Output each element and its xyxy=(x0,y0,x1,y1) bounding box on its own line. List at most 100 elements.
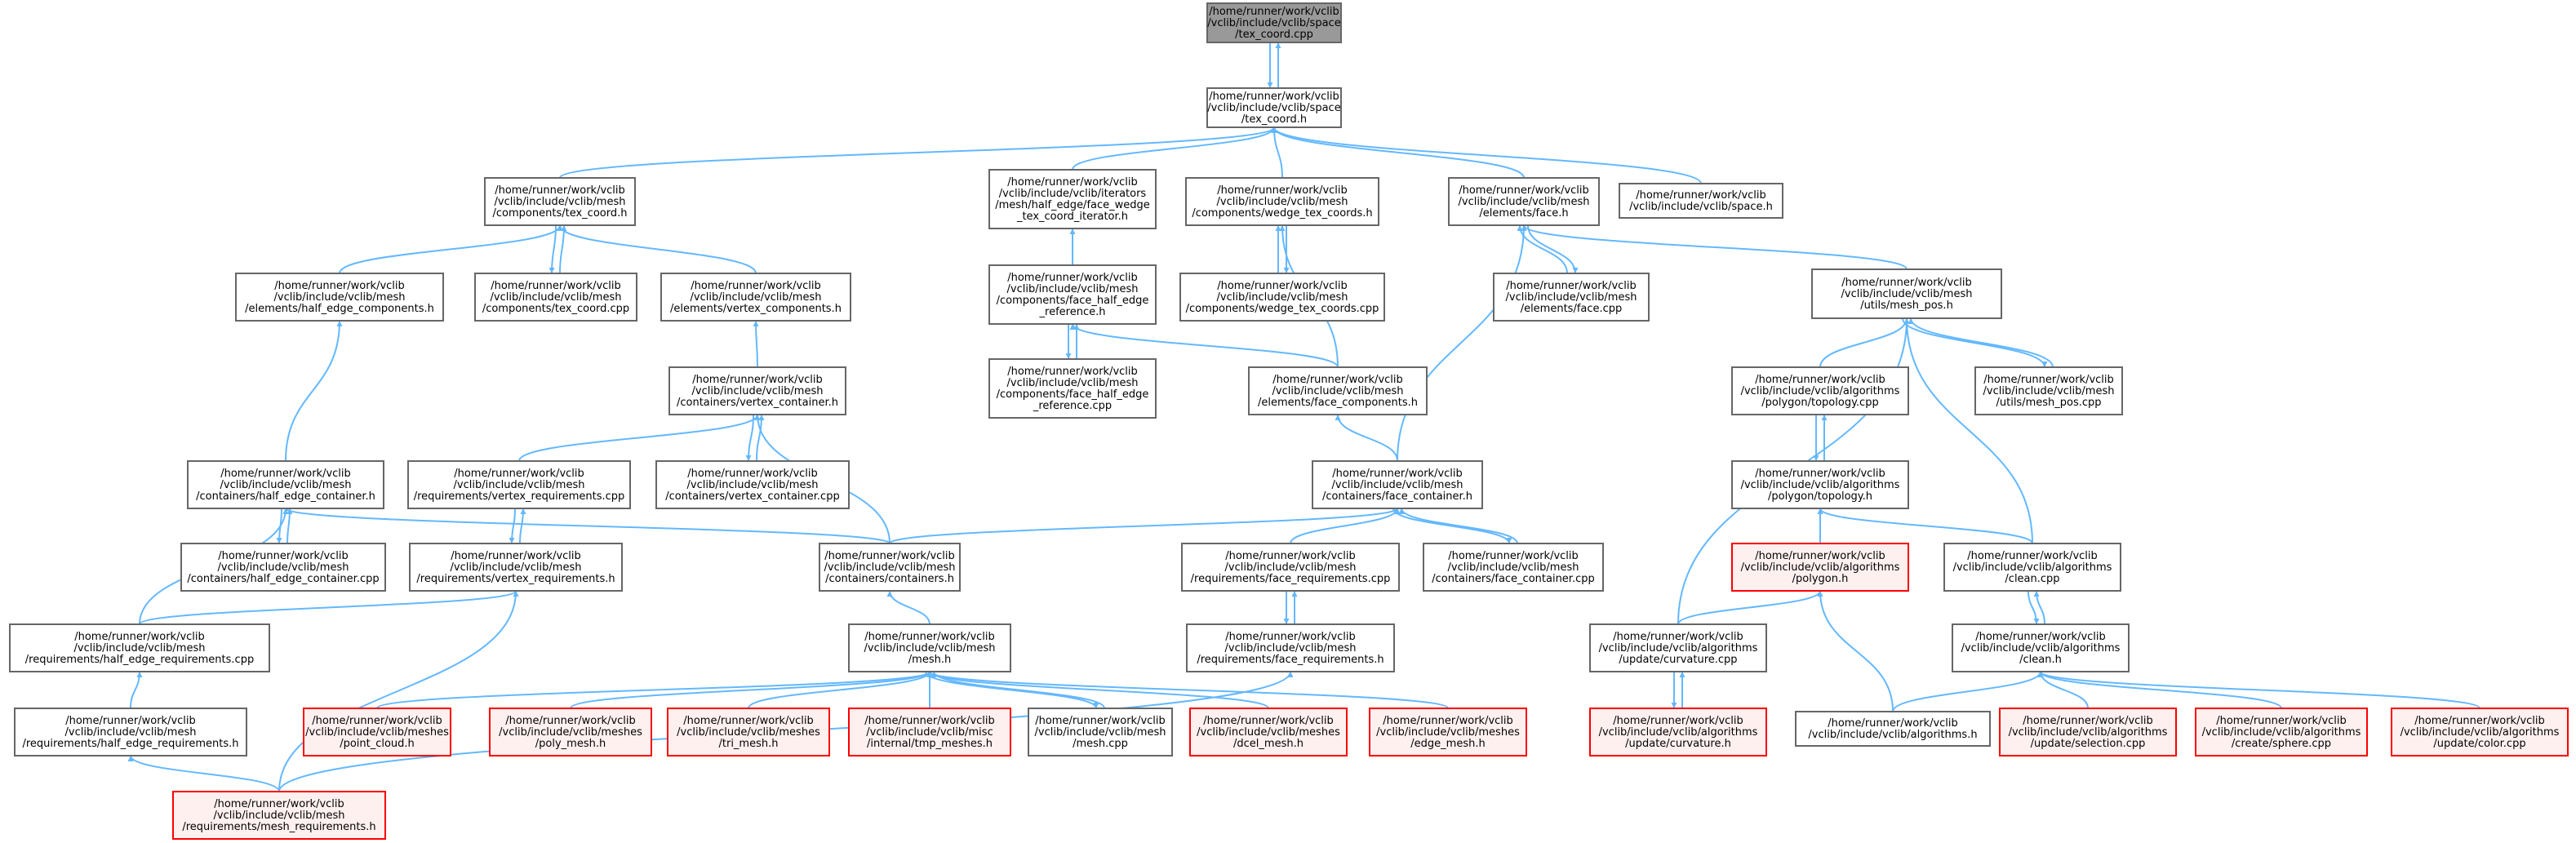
graph-node[interactable]: /home/runner/work/vclib/vclib/include/vc… xyxy=(1974,366,2123,415)
graph-node[interactable]: /home/runner/work/vclib/vclib/include/vc… xyxy=(2391,708,2569,756)
graph-node[interactable]: /home/runner/work/vclib/vclib/include/vc… xyxy=(1811,268,2002,319)
graph-node[interactable]: /home/runner/work/vclib/vclib/include/vc… xyxy=(1589,708,1767,756)
graph-node[interactable]: /home/runner/work/vclib/vclib/include/vc… xyxy=(409,543,623,592)
graph-node[interactable]: /home/runner/work/vclib/vclib/include/vc… xyxy=(235,273,444,322)
node-box xyxy=(988,358,1157,419)
node-label-line: /clean.cpp xyxy=(2005,573,2059,585)
edge-n41-to-n32 xyxy=(930,671,1105,709)
edge-n35-to-n30 xyxy=(2033,590,2045,625)
node-label-line: /requirements/half_edge_requirements.h xyxy=(22,738,238,750)
node-label-line: /vclib/include/vclib/algorithms xyxy=(1953,561,2112,574)
graph-node[interactable]: /home/runner/work/vclib/vclib/include/vc… xyxy=(1369,708,1527,756)
edge-n42-to-n32 xyxy=(926,671,1269,709)
graph-node[interactable]: /home/runner/work/vclib/vclib/include/vc… xyxy=(303,708,451,756)
edge-n30-to-n35 xyxy=(2027,590,2040,625)
graph-node[interactable]: /home/runner/work/vclib/vclib/include/vc… xyxy=(655,460,850,509)
graph-node[interactable]: /home/runner/work/vclib/vclib/include/vc… xyxy=(180,543,386,592)
edge-n20-to-n14 xyxy=(518,414,761,462)
graph-node[interactable]: /home/runner/work/vclib/vclib/include/vc… xyxy=(484,177,636,226)
graph-node[interactable]: /home/runner/work/vclib/vclib/include/vc… xyxy=(9,623,270,672)
nodes-layer: /home/runner/work/vclib/vclib/include/vc… xyxy=(9,2,2569,840)
graph-node[interactable]: /home/runner/work/vclib/vclib/include/vc… xyxy=(988,264,1157,325)
node-label-line: /home/runner/work/vclib xyxy=(691,280,821,292)
graph-node[interactable]: /home/runner/work/vclib/vclib/include/vc… xyxy=(474,273,637,322)
graph-node[interactable]: /home/runner/work/vclib/vclib/include/vc… xyxy=(1943,543,2121,592)
node-label-line: /home/runner/work/vclib xyxy=(1217,280,1348,292)
node-box xyxy=(660,273,851,322)
graph-node[interactable]: /home/runner/work/vclib/vclib/include/vc… xyxy=(1181,543,1400,592)
node-label-line: /components/face_half_edge xyxy=(997,388,1149,401)
graph-node[interactable]: /home/runner/work/vclib/vclib/include/vc… xyxy=(1189,708,1348,756)
edge-n2-to-n1 xyxy=(559,126,1277,179)
node-label-line: /vclib/include/vclib/algorithms xyxy=(1741,561,1900,574)
node-label-line: /vclib/include/vclib/space xyxy=(1207,102,1340,114)
graph-node[interactable]: /home/runner/work/vclib/vclib/include/vc… xyxy=(489,708,652,756)
graph-node[interactable]: /home/runner/work/vclib/vclib/include/vc… xyxy=(988,169,1157,229)
graph-node[interactable]: /home/runner/work/vclib/vclib/include/vc… xyxy=(848,623,1011,672)
edge-n30-to-n13 xyxy=(1903,317,2033,544)
graph-node[interactable]: /home/runner/work/vclib/vclib/include/vc… xyxy=(848,708,1011,756)
node-label-line: /polygon.h xyxy=(1792,573,1849,585)
graph-node[interactable]: /home/runner/work/vclib/vclib/include/vc… xyxy=(660,273,851,322)
node-box xyxy=(1999,708,2177,756)
edge-n13-to-n5 xyxy=(1521,224,1908,270)
graph-node[interactable]: /home/runner/work/vclib/vclib/include/vc… xyxy=(1186,623,1395,672)
graph-node[interactable]: /home/runner/work/vclib/vclib/include/vc… xyxy=(988,358,1157,419)
graph-node[interactable]: /home/runner/work/vclib/vclib/include/vc… xyxy=(1619,183,1783,219)
graph-node[interactable]: /home/runner/work/vclib/vclib/include/vc… xyxy=(187,460,384,509)
node-label-line: /vclib/include/vclib/mesh xyxy=(214,810,345,822)
node-label-line: /clean.h xyxy=(2019,654,2062,666)
node-label-line: /edge_mesh.h xyxy=(1410,738,1485,750)
node-box xyxy=(668,366,846,415)
node-label-line: /home/runner/work/vclib xyxy=(687,468,818,480)
node-label-line: /home/runner/work/vclib xyxy=(1967,550,2098,562)
graph-node[interactable]: /home/runner/work/vclib/vclib/include/vc… xyxy=(1423,543,1604,592)
node-label-line: /components/wedge_tex_coords.cpp xyxy=(1186,303,1379,315)
graph-node[interactable]: /home/runner/work/vclib/vclib/include/vc… xyxy=(1493,273,1650,322)
graph-node[interactable]: /home/runner/work/vclib/vclib/include/vc… xyxy=(1999,708,2177,756)
node-label-line: /home/runner/work/vclib xyxy=(1613,631,1743,643)
node-label-line: /vclib/include/vclib/mesh xyxy=(491,291,622,304)
graph-node[interactable]: /home/runner/work/vclib/vclib/include/vc… xyxy=(1731,460,1909,509)
graph-node[interactable]: /home/runner/work/vclib/vclib/include/vc… xyxy=(1731,543,1909,592)
node-box xyxy=(655,460,850,509)
edge-n4-to-n1 xyxy=(1271,126,1283,179)
node-label-line: /home/runner/work/vclib xyxy=(214,798,344,810)
graph-node[interactable]: /home/runner/work/vclib/vclib/include/vc… xyxy=(1795,711,1991,747)
graph-node[interactable]: /home/runner/work/vclib/vclib/include/vc… xyxy=(1185,177,1379,226)
node-label-line: /components/wedge_tex_coords.h xyxy=(1192,207,1372,220)
edge-n18-to-n13 xyxy=(1908,317,2054,368)
graph-node[interactable]: /home/runner/work/vclib/vclib/include/vc… xyxy=(1179,273,1385,322)
graph-node[interactable]: /home/runner/work/vclib/vclib/include/vc… xyxy=(819,543,961,592)
graph-node[interactable]: /home/runner/work/vclib/vclib/include/vc… xyxy=(1248,366,1428,415)
edge-n6-to-n1 xyxy=(1271,126,1702,184)
node-label-line: /home/runner/work/vclib xyxy=(1203,715,1334,727)
node-label-line: /vclib/include/vclib/mesh xyxy=(691,291,822,304)
graph-node[interactable]: /home/runner/work/vclib/vclib/include/vc… xyxy=(2195,708,2368,756)
graph-node[interactable]: /home/runner/work/vclib/vclib/include/vc… xyxy=(1312,460,1483,509)
node-label-line: /tri_mesh.h xyxy=(719,738,779,750)
graph-node[interactable]: /home/runner/work/vclib/vclib/include/vc… xyxy=(1028,708,1173,756)
node-label-line: /requirements/half_edge_requirements.cpp xyxy=(25,654,254,666)
node-box xyxy=(2391,708,2569,756)
node-label-line: /vclib/include/vclib/mesh xyxy=(1459,196,1590,208)
graph-node[interactable]: /home/runner/work/vclib/vclib/include/vc… xyxy=(1952,623,2130,672)
node-label-line: /vclib/include/vclib/mesh xyxy=(454,479,585,491)
node-label-line: /home/runner/work/vclib xyxy=(1035,715,1166,727)
node-box xyxy=(1731,543,1909,592)
node-label-line: /create/sphere.cpp xyxy=(2232,738,2331,750)
graph-node[interactable]: /home/runner/work/vclib/vclib/include/vc… xyxy=(172,791,386,840)
graph-node[interactable]: /home/runner/work/vclib/vclib/include/vc… xyxy=(1731,366,1909,415)
graph-node[interactable]: /home/runner/work/vclib/vclib/include/vc… xyxy=(407,460,631,509)
graph-node[interactable]: /home/runner/work/vclib/vclib/include/vc… xyxy=(1448,177,1600,226)
node-box xyxy=(303,708,451,756)
node-label-line: /update/color.cpp xyxy=(2433,738,2525,750)
graph-node[interactable]: /home/runner/work/vclib/vclib/include/vc… xyxy=(668,366,846,415)
node-box xyxy=(484,177,636,226)
graph-node[interactable]: /home/runner/work/vclib/vclib/include/vc… xyxy=(1206,87,1342,128)
graph-node[interactable]: /home/runner/work/vclib/vclib/include/vc… xyxy=(14,708,247,756)
graph-node[interactable]: /home/runner/work/vclib/vclib/include/vc… xyxy=(667,708,830,756)
edge-n26-to-n22 xyxy=(889,508,1401,544)
graph-node[interactable]: /home/runner/work/vclib/vclib/include/vc… xyxy=(1589,623,1767,672)
